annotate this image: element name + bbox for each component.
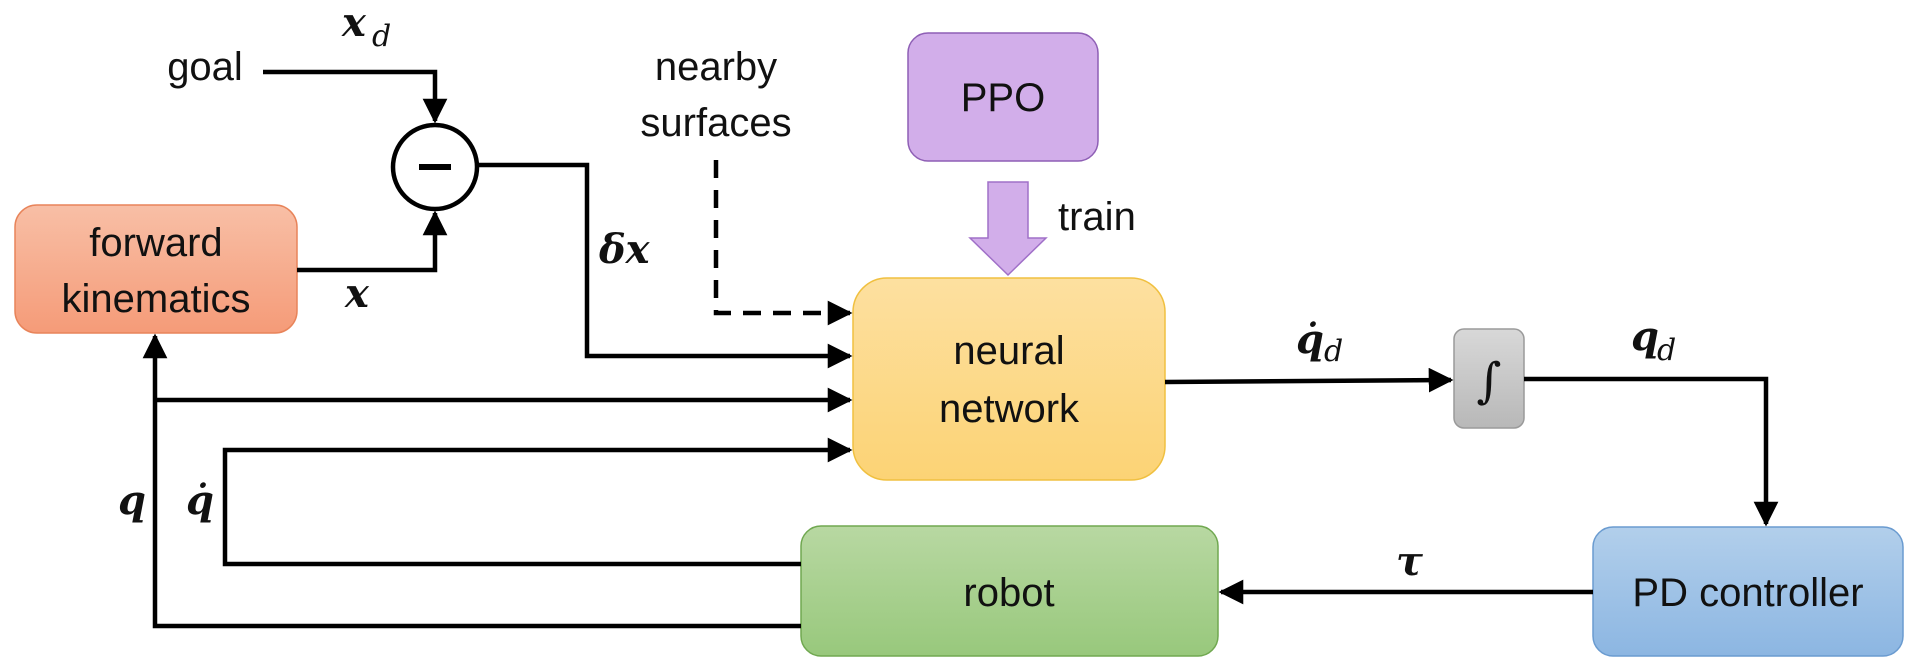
robot-block: robot (800, 525, 1219, 657)
neural-network-label-line1: neural (953, 329, 1064, 373)
delta-x-wire (477, 162, 853, 369)
q-d-base: q (1631, 313, 1659, 360)
qdot-d-base: q̇ (1296, 316, 1324, 363)
goal-wire (263, 69, 448, 124)
q-wire (142, 333, 801, 629)
pd-controller-label: PD controller (1632, 571, 1863, 615)
qdot-d-signal-label: q̇ d (1296, 316, 1343, 369)
robot-label: robot (963, 571, 1054, 615)
ppo-label: PPO (961, 76, 1045, 120)
integral-icon: ∫ (1476, 353, 1501, 409)
xd-signal-label: x d (341, 0, 391, 54)
pd-controller-block: PD controller (1592, 526, 1904, 657)
x-feedback-wire (297, 210, 448, 273)
summing-junction (390, 122, 480, 212)
forward-kinematics-block: forward kinematics (14, 204, 298, 334)
q-signal-label: q (118, 477, 146, 524)
xd-sub: d (372, 19, 391, 54)
x-signal-label: x (344, 270, 370, 317)
nearby-surfaces-label-line1: nearby (655, 45, 777, 89)
forward-kinematics-label-line1: forward (89, 221, 222, 265)
nearby-surfaces-wire (713, 160, 853, 326)
train-label: train (1058, 195, 1136, 239)
train-arrow (968, 181, 1048, 277)
qdot-d-sub: d (1324, 334, 1343, 369)
neural-network-label-line2: network (939, 387, 1080, 431)
qdot-wire (222, 437, 853, 567)
neural-network-block: neural network (852, 277, 1166, 481)
forward-kinematics-label-line2: kinematics (62, 277, 251, 321)
goal-label: goal (167, 45, 243, 89)
tau-signal-label: τ (1396, 538, 1423, 585)
q-d-sub: d (1657, 333, 1676, 368)
q-d-signal-label: q d (1631, 313, 1676, 368)
nearby-surfaces-label-line2: surfaces (640, 101, 791, 145)
delta-x-signal-label: δx (598, 226, 651, 273)
integrator-block: ∫ (1453, 328, 1525, 429)
qdot-signal-label: q̇ (186, 477, 214, 524)
ppo-block: PPO (907, 32, 1099, 162)
qdot-d-wire (1164, 367, 1454, 393)
q-d-wire (1524, 376, 1779, 527)
xd-base: x (341, 0, 367, 46)
